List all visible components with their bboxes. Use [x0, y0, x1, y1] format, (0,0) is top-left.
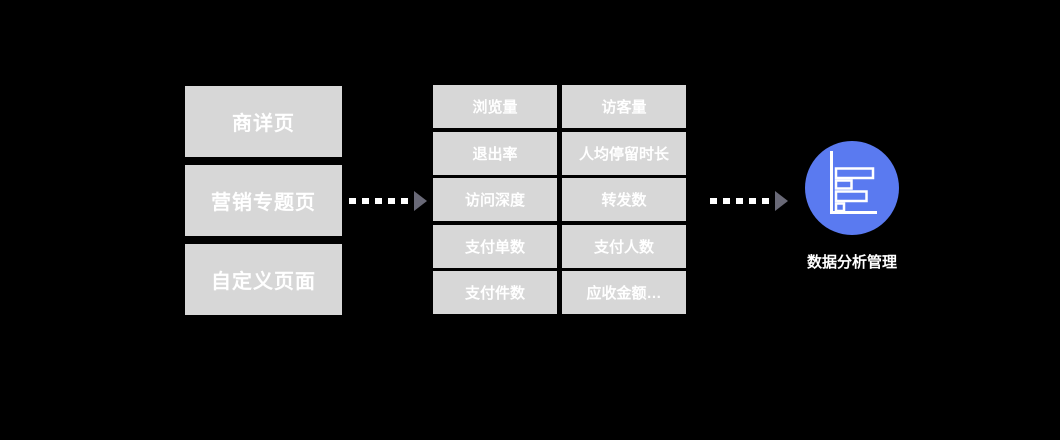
- source-box-custom-page: 自定义页面: [185, 244, 342, 315]
- metric-cell-visitors: 访客量: [562, 85, 686, 128]
- arrow-dash: [749, 198, 756, 204]
- metric-label: 支付单数: [464, 238, 525, 256]
- metric-label: 应收金额…: [586, 285, 662, 302]
- horizontal-bar-chart-icon: [830, 151, 877, 214]
- metric-cell-exit-rate: 退出率: [433, 131, 557, 175]
- metric-label: 支付人数: [593, 238, 654, 256]
- metrics-grid: 浏览量 访客量 退出率 人均停留时长 访问深度 转发数 支付单数 支付人数 支付…: [433, 85, 686, 314]
- data-analysis-circle: [805, 141, 899, 235]
- metric-label: 支付件数: [464, 285, 525, 302]
- arrow-head-icon: [414, 191, 427, 211]
- metric-label: 转发数: [601, 192, 647, 209]
- source-box-marketing-topic: 营销专题页: [185, 165, 342, 236]
- arrow-sources-to-metrics: [349, 190, 427, 212]
- metric-cell-avg-stay-duration: 人均停留时长: [562, 131, 686, 175]
- metric-cell-page-views: 浏览量: [433, 85, 557, 128]
- source-box-label: 营销专题页: [211, 192, 316, 214]
- metric-cell-payment-users: 支付人数: [562, 224, 686, 268]
- metric-label: 浏览量: [472, 99, 518, 116]
- source-box-label: 商详页: [232, 113, 295, 135]
- arrow-dash: [736, 198, 743, 204]
- arrow-dash: [349, 198, 356, 204]
- metric-cell-receivable-amount: 应收金额…: [562, 271, 686, 314]
- arrow-dash: [362, 198, 369, 204]
- arrow-dash: [723, 198, 730, 204]
- source-box-product-detail: 商详页: [185, 86, 342, 157]
- arrow-dash: [375, 198, 382, 204]
- data-analysis-label: 数据分析管理: [806, 254, 897, 271]
- source-box-label: 自定义页面: [211, 271, 316, 293]
- metric-label: 访客量: [601, 99, 647, 116]
- arrow-dash: [710, 198, 717, 204]
- metric-cell-payment-orders: 支付单数: [433, 224, 557, 268]
- metric-label: 访问深度: [464, 192, 525, 209]
- metric-cell-payment-items: 支付件数: [433, 271, 557, 314]
- metric-label: 人均停留时长: [578, 145, 669, 163]
- metric-cell-shares: 转发数: [562, 178, 686, 221]
- arrow-dash: [401, 198, 408, 204]
- arrow-head-icon: [775, 191, 788, 211]
- arrow-dash: [762, 198, 769, 204]
- metric-cell-visit-depth: 访问深度: [433, 178, 557, 221]
- arrow-metrics-to-target: [710, 190, 788, 212]
- arrow-dash: [388, 198, 395, 204]
- metric-label: 退出率: [472, 145, 518, 163]
